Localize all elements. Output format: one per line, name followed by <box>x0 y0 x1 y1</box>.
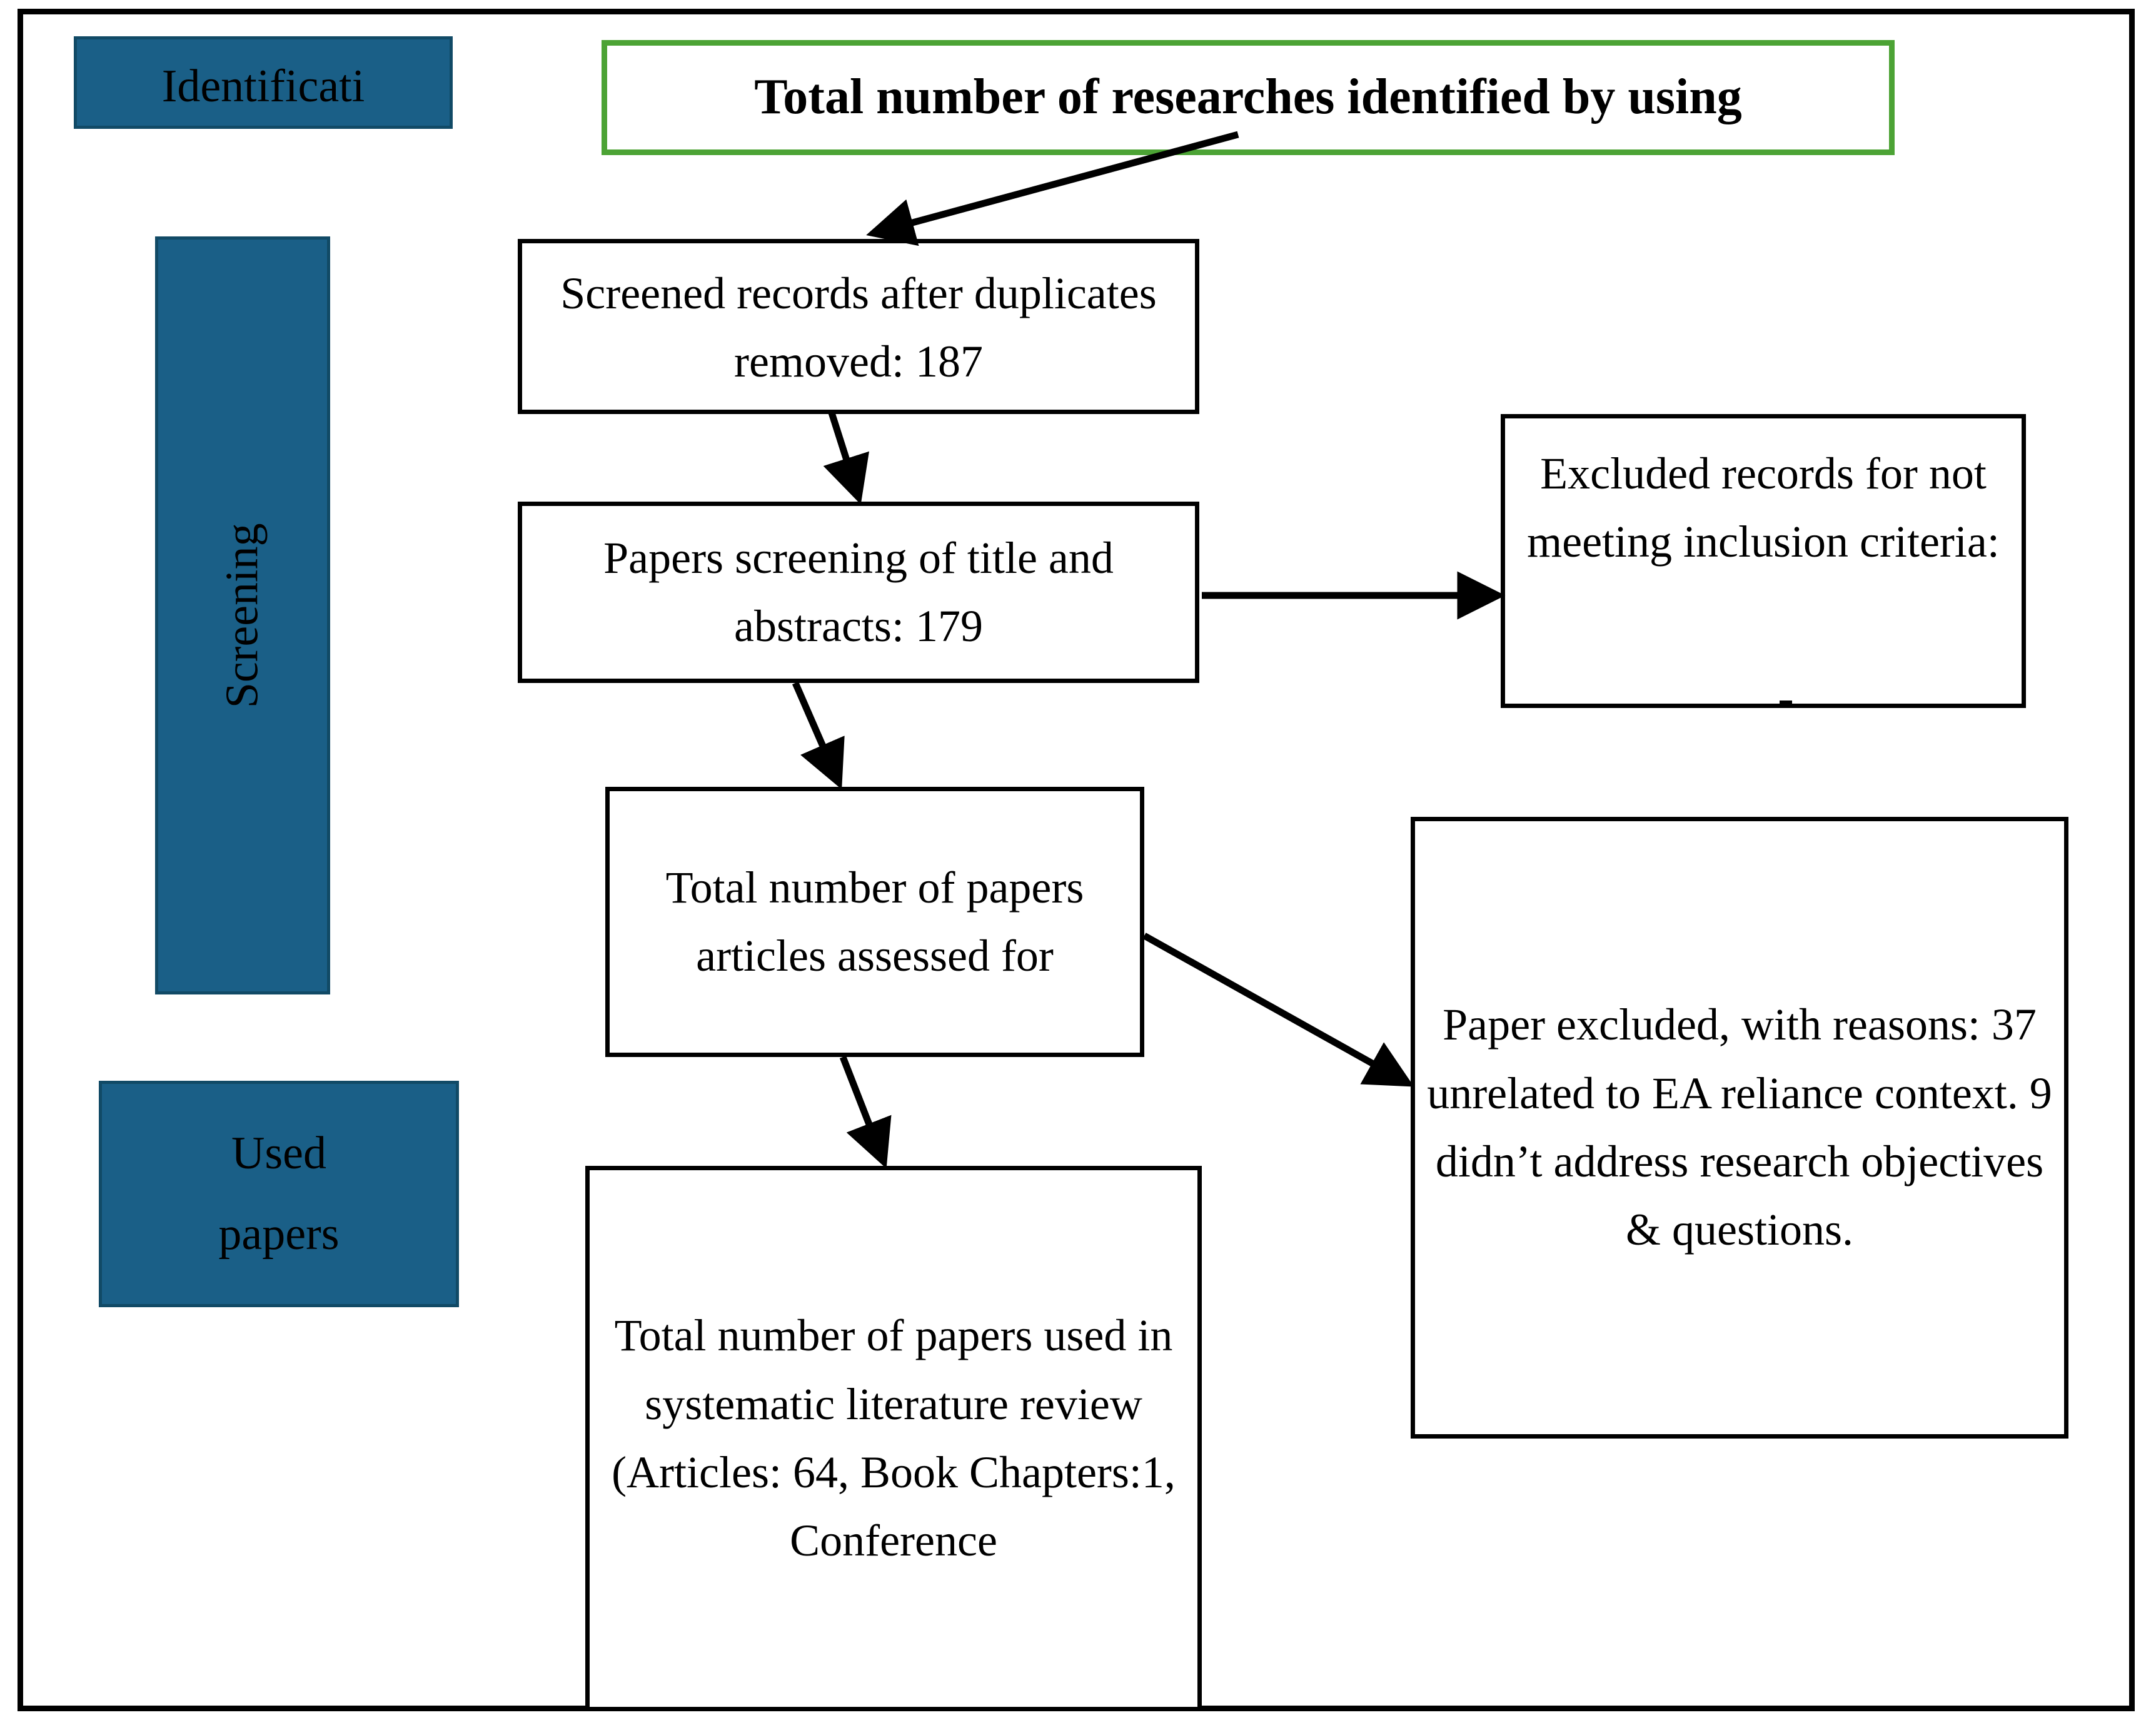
stage-label-screening: Screening <box>155 236 330 994</box>
box-paper-excluded-with-reasons-text: Paper excluded, with reasons: 37 unrelat… <box>1427 999 2052 1255</box>
box-papers-assessed-eligibility-text: Total number of papers articles assessed… <box>665 862 1084 981</box>
stage-label-identification: Identificati <box>74 36 453 129</box>
box-total-identified-text: Total number of researches identified by… <box>754 69 1742 124</box>
clipped-text-artifact <box>1780 701 1792 704</box>
box-papers-screening-title-abstracts: Papers screening of title and abstracts:… <box>518 502 1199 683</box>
box-total-papers-used: Total number of papers used in systemati… <box>585 1166 1202 1711</box>
box-screened-records: Screened records after duplicates remove… <box>518 239 1199 414</box>
box-total-papers-used-text: Total number of papers used in systemati… <box>612 1310 1176 1566</box>
box-total-identified: Total number of researches identified by… <box>602 40 1895 155</box>
stage-label-identification-text: Identificati <box>161 60 365 112</box>
box-papers-assessed-eligibility: Total number of papers articles assessed… <box>605 787 1144 1057</box>
box-paper-excluded-with-reasons: Paper excluded, with reasons: 37 unrelat… <box>1411 817 2068 1439</box>
box-excluded-records-text: Excluded records for not meeting inclusi… <box>1527 448 2000 567</box>
box-screened-records-text: Screened records after duplicates remove… <box>560 268 1157 387</box>
box-papers-screening-title-abstracts-text: Papers screening of title and abstracts:… <box>603 532 1114 651</box>
stage-label-screening-text: Screening <box>216 523 268 708</box>
box-excluded-records: Excluded records for not meeting inclusi… <box>1501 414 2026 708</box>
